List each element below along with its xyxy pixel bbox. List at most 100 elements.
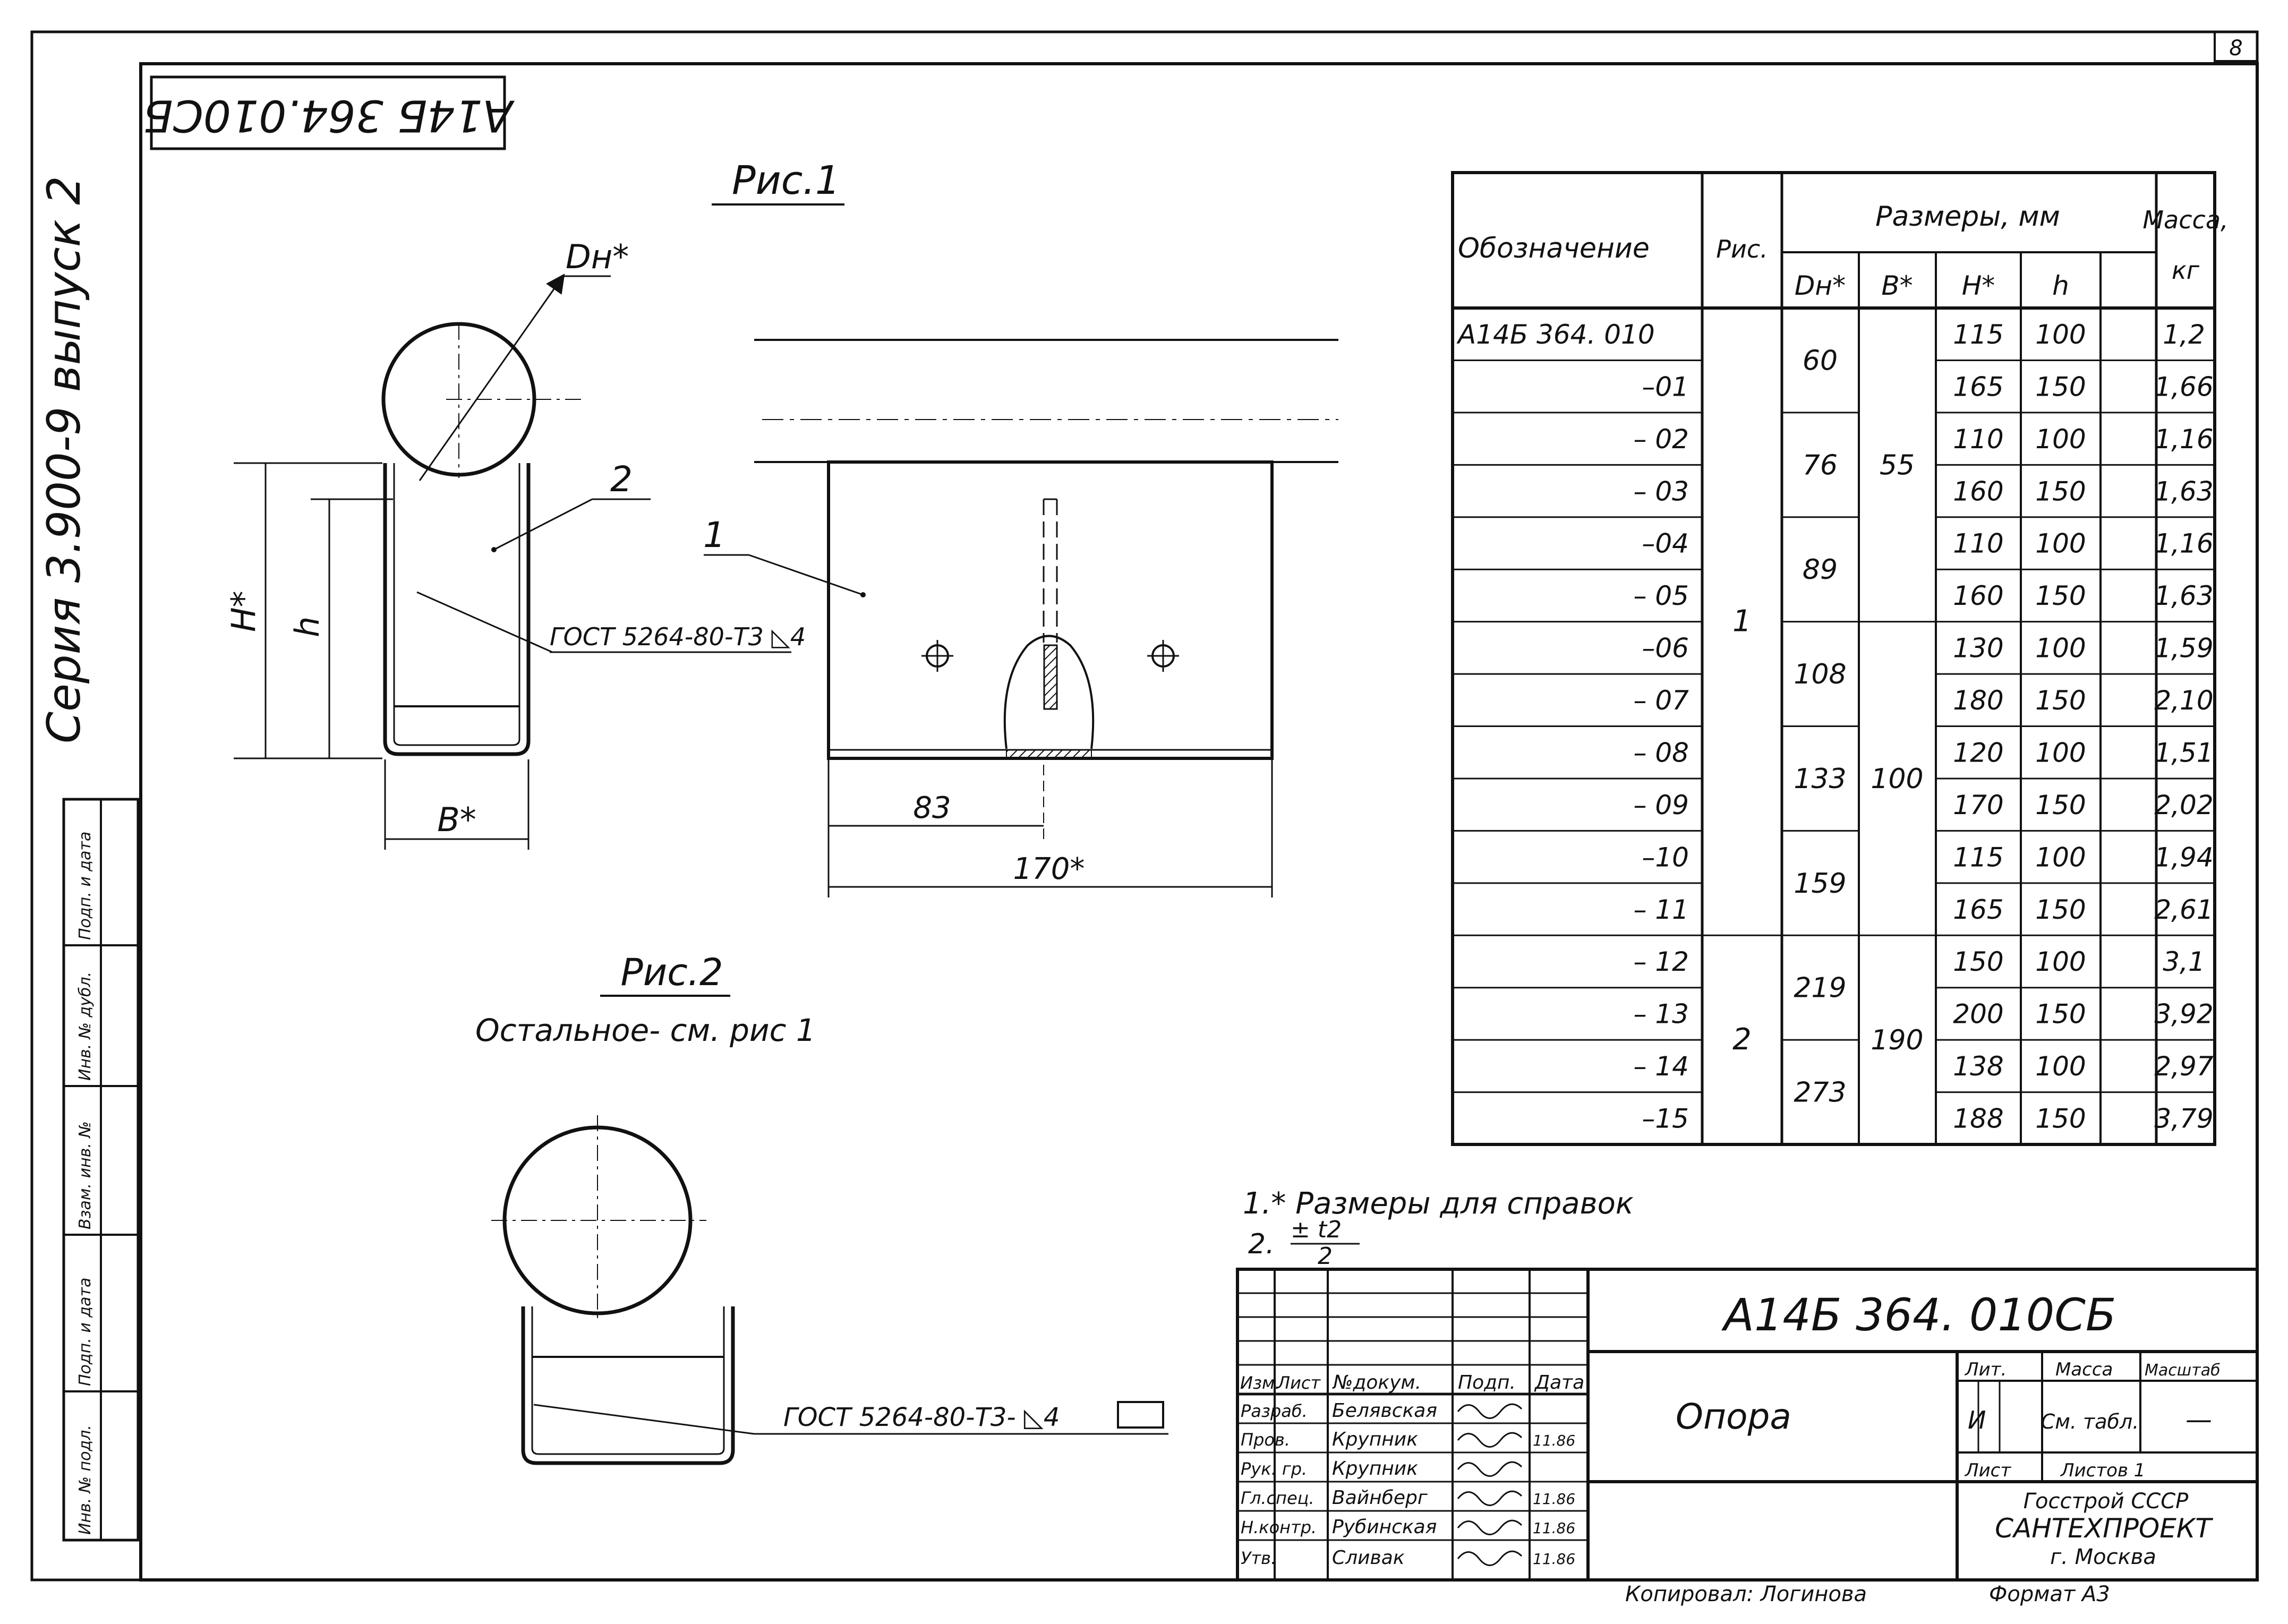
- stamp-cell-text: Инв. № подл.: [76, 1425, 95, 1535]
- fig1-front-view: [704, 339, 1338, 898]
- tb-person: Крупник: [1332, 1429, 1418, 1450]
- cell-designation: –10: [1642, 842, 1689, 873]
- tb-sheet-label: Лист: [1964, 1460, 2011, 1481]
- cell-designation: – 14: [1633, 1051, 1689, 1082]
- cell-H: 120: [1953, 737, 2003, 768]
- tb-sheets-label: Листов 1: [2060, 1460, 2145, 1481]
- side-stamp: Инв. № подл. Подп. и дата Взам. инв. № И…: [62, 798, 140, 1542]
- signature-mark: [1457, 1550, 1523, 1566]
- cell-b: 55: [1880, 449, 1915, 481]
- th-mass-unit: кг: [2172, 256, 2200, 285]
- callout-1: 1: [703, 515, 725, 555]
- fig2-view: [491, 1115, 1168, 1465]
- cell-mass: 2,61: [2154, 894, 2213, 925]
- signature-mark: [1457, 1519, 1523, 1535]
- cell-designation: – 02: [1633, 424, 1689, 455]
- cell-designation: – 05: [1633, 580, 1689, 611]
- cell-designation: –04: [1642, 528, 1689, 559]
- cell-designation: –01: [1642, 371, 1689, 402]
- tb-scale-label: Масштаб: [2145, 1361, 2221, 1380]
- tb-role: Утв.: [1241, 1548, 1276, 1568]
- fig2-weld-note: ГОСТ 5264-80-Т3- ◺4: [783, 1403, 1060, 1432]
- cell-mass: 1,16: [2154, 528, 2213, 559]
- tb-role: Разраб.: [1241, 1401, 1308, 1421]
- cell-mass: 1,63: [2154, 580, 2213, 611]
- cell-h: 150: [2035, 999, 2086, 1030]
- cell-H: 110: [1953, 424, 2003, 455]
- tb-person: Сливак: [1332, 1547, 1405, 1569]
- cell-mass: 3,1: [2163, 946, 2205, 977]
- tb-person: Рубинская: [1332, 1516, 1437, 1538]
- th-fig: Рис.: [1716, 235, 1768, 263]
- note-2-bottom: 2: [1318, 1243, 1333, 1270]
- tb-code: А14Б 364. 010СБ: [1721, 1289, 2116, 1341]
- sheet-number: 8: [2229, 36, 2242, 61]
- stamp-cell-text: Подп. и дата: [76, 1278, 95, 1386]
- cell-h: 150: [2035, 476, 2086, 507]
- cell-mass: 1,63: [2154, 476, 2213, 507]
- cell-H: 150: [1953, 946, 2003, 977]
- cell-b: 100: [1871, 763, 1923, 795]
- cell-H: 130: [1953, 633, 2003, 664]
- svg-text:Рис.1: Рис.1: [732, 158, 840, 203]
- svg-text:Рис.2: Рис.2: [621, 951, 723, 994]
- cell-H: 170: [1953, 790, 2003, 820]
- cell-designation: А14Б 364. 010: [1456, 319, 1655, 350]
- signature-mark: [1457, 1461, 1523, 1477]
- fig2-note: Остальное- см. рис 1: [475, 1012, 816, 1048]
- cell-h: 150: [2035, 580, 2086, 611]
- fig1-side-view: [234, 273, 791, 850]
- dim-170: 170*: [1013, 852, 1085, 886]
- cell-h: 150: [2035, 790, 2086, 820]
- footer-copied: Копировал: Логинова: [1625, 1582, 1867, 1606]
- cell-h: 100: [2035, 842, 2086, 873]
- cell-fig: 2: [1732, 1022, 1752, 1057]
- th-designation: Обозначение: [1458, 233, 1650, 264]
- cell-dn: 219: [1794, 972, 1846, 1004]
- stamp-cell-text: Инв. № дубл.: [76, 972, 95, 1081]
- cell-H: 165: [1953, 371, 2003, 402]
- b-star-label: В*: [437, 800, 476, 839]
- cell-H: 200: [1953, 999, 2003, 1030]
- signature-mark: [1457, 1432, 1523, 1448]
- cell-h: 100: [2035, 1051, 2086, 1082]
- th-h-star: Н*: [1962, 270, 1995, 301]
- h-star-label: Н*: [224, 591, 263, 632]
- title-block: [1236, 1268, 2259, 1582]
- cell-dn: 60: [1803, 345, 1838, 377]
- cell-designation: – 11: [1633, 894, 1689, 925]
- cell-h: 150: [2035, 894, 2086, 925]
- cell-h: 150: [2035, 685, 2086, 716]
- cell-mass: 1,66: [2154, 371, 2213, 402]
- th-b: В*: [1881, 270, 1913, 301]
- fig2-caption: Рис.2: [600, 951, 730, 997]
- tb-col-sign: Подп.: [1458, 1372, 1516, 1394]
- cell-dn: 76: [1803, 449, 1838, 481]
- th-sizes: Размеры, мм: [1875, 201, 2060, 233]
- cell-designation: –06: [1642, 633, 1689, 664]
- cell-mass: 1,94: [2154, 842, 2213, 873]
- fig1-caption: Рис.1: [712, 158, 844, 206]
- th-h: h: [2052, 270, 2069, 301]
- cell-H: 115: [1953, 842, 2003, 873]
- cell-mass: 1,51: [2154, 737, 2213, 768]
- tb-role: Рук. гр.: [1241, 1459, 1307, 1479]
- cell-H: 160: [1953, 580, 2003, 611]
- cell-mass: 2,97: [2154, 1051, 2214, 1082]
- note-2-prefix: 2.: [1248, 1228, 1275, 1260]
- cell-mass: 1,59: [2154, 633, 2213, 664]
- tb-role: Н.контр.: [1241, 1517, 1317, 1537]
- cell-h: 150: [2035, 1104, 2086, 1134]
- cell-mass: 3,92: [2154, 999, 2213, 1030]
- tb-role: Гл.спец.: [1241, 1488, 1314, 1508]
- th-mass: Масса,: [2142, 206, 2228, 234]
- cell-fig: 1: [1732, 604, 1752, 639]
- tb-scale-value: —: [2185, 1404, 2212, 1435]
- th-dn: Dн*: [1795, 270, 1846, 301]
- tb-person: Белявская: [1332, 1400, 1437, 1422]
- stamp-code: А14Б 364.010СБ: [143, 90, 515, 141]
- tb-lit-value: И: [1968, 1406, 1986, 1434]
